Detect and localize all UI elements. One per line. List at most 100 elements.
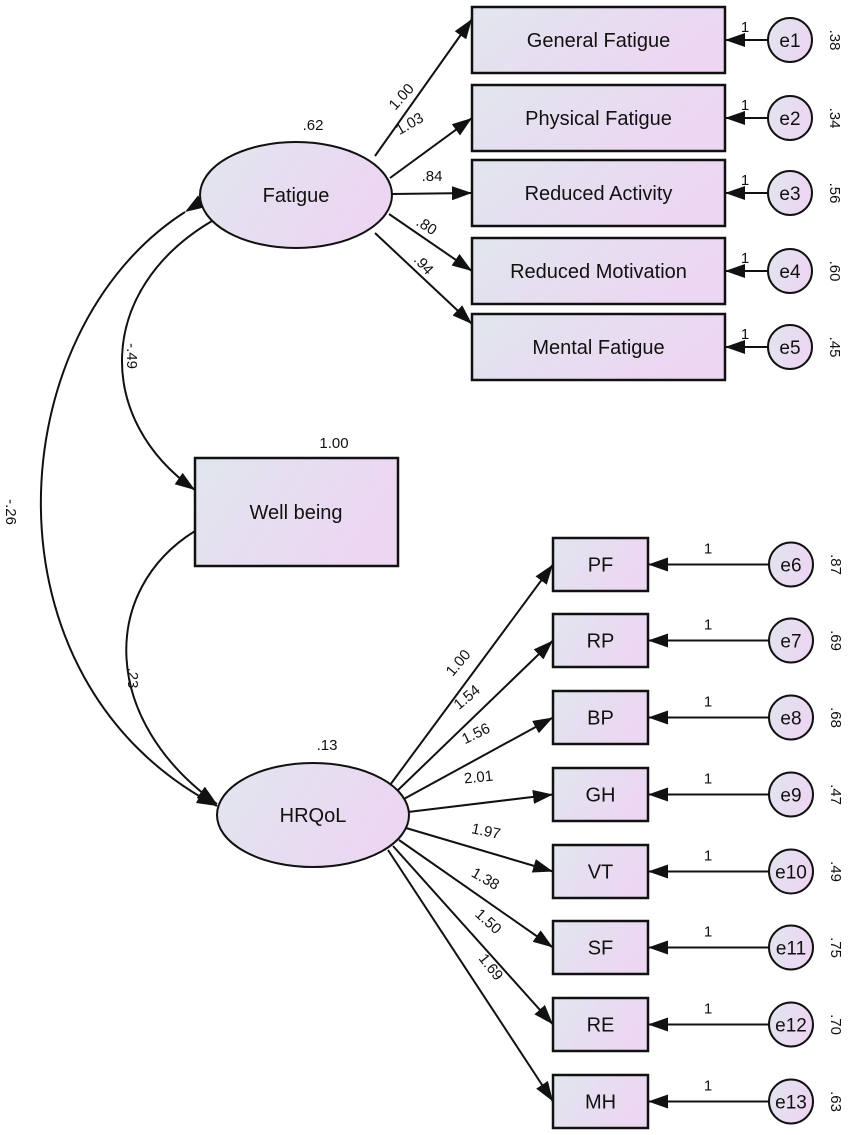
error-circle[interactable] (768, 617, 814, 664)
error-term-e2[interactable]: e21.34 (725, 95, 843, 141)
error-terms: e11.38e21.34e31.56e41.60e51.45e61.87e71.… (648, 17, 844, 1125)
indicator-vt[interactable]: VT (551, 843, 650, 900)
error-label: e10 (775, 863, 807, 884)
error-term-e12[interactable]: e12 1 .70 (648, 1001, 844, 1048)
indicator-label: Mental Fatigue (532, 337, 664, 359)
indicator-box[interactable] (551, 1073, 650, 1130)
error-circle[interactable] (768, 771, 814, 818)
indicator-box[interactable] (470, 5, 727, 75)
latent-fatigue-ellipse[interactable] (199, 141, 393, 249)
wellbeing-box[interactable] (193, 456, 400, 568)
indicator-box[interactable] (470, 83, 727, 153)
loading-label-reduced-motivation: .80 (413, 213, 440, 238)
error-term-e4[interactable]: e41.60 (725, 248, 843, 294)
error-fixed-weight: 1 (741, 172, 749, 189)
latent-hrqol-variance: .13 (317, 737, 338, 754)
indicator-label: PF (588, 555, 614, 577)
wellbeing-label: Well being (249, 502, 342, 524)
error-label: e1 (779, 31, 800, 52)
error-fixed-weight: 1 (704, 924, 712, 941)
indicator-mh[interactable]: MH (551, 1073, 650, 1130)
error-label: e7 (780, 632, 801, 653)
indicator-box[interactable] (551, 612, 650, 669)
error-fixed-weight: 1 (741, 97, 749, 114)
error-label: e3 (779, 184, 800, 205)
error-term-e9[interactable]: e91.47 (648, 771, 844, 818)
error-circle[interactable] (768, 848, 814, 895)
error-fixed-weight: 1 (704, 541, 712, 558)
latent-hrqol-ellipse[interactable] (216, 762, 410, 868)
error-variance: .38 (826, 30, 843, 51)
indicator-box[interactable] (551, 766, 650, 823)
loading-label-bp: 1.56 (459, 720, 493, 748)
indicator-rp[interactable]: RP (551, 612, 650, 669)
indicator-label: BP (587, 708, 614, 730)
latent-hrqol-label: HRQoL (280, 805, 347, 827)
indicator-general-fatigue[interactable]: General Fatigue (470, 5, 727, 75)
indicator-box[interactable] (470, 158, 727, 228)
error-circle[interactable] (768, 924, 814, 971)
indicator-box[interactable] (551, 996, 650, 1053)
error-label: e9 (780, 786, 801, 807)
error-circle[interactable] (767, 170, 813, 216)
error-circle[interactable] (768, 541, 814, 588)
indicator-label: Reduced Activity (525, 183, 673, 205)
latent-fatigue[interactable]: Fatigue .62 (199, 117, 393, 249)
error-circle[interactable] (767, 95, 813, 141)
indicator-physical-fatigue[interactable]: Physical Fatigue (470, 83, 727, 153)
loading-arrow-bp (401, 716, 554, 801)
indicator-box[interactable] (551, 843, 650, 900)
indicator-pf[interactable]: PF (551, 536, 650, 593)
loading-arrow-mh (387, 849, 554, 1103)
error-fixed-weight: 1 (741, 19, 749, 36)
indicator-label: RE (587, 1015, 615, 1037)
indicator-box[interactable] (551, 536, 650, 593)
latent-hrqol[interactable]: HRQoL .13 (216, 737, 410, 868)
indicator-re[interactable]: RE (551, 996, 650, 1053)
indicator-gh[interactable]: GH (551, 766, 650, 823)
error-term-e6[interactable]: e6 1 .87 (648, 541, 844, 588)
error-label: e6 (780, 556, 801, 577)
indicator-box[interactable] (551, 689, 650, 746)
observed-wellbeing[interactable]: Well being 1.00 (193, 435, 400, 568)
loading-arrow-vt (405, 827, 554, 873)
indicator-box[interactable] (470, 236, 727, 306)
indicator-mental-fatigue[interactable]: Mental Fatigue (470, 312, 727, 382)
error-circle[interactable] (767, 324, 813, 370)
error-variance: .63 (827, 1091, 844, 1112)
error-fixed-weight: 1 (704, 1001, 712, 1018)
error-circle[interactable] (768, 694, 814, 741)
error-circle[interactable] (768, 1078, 814, 1125)
indicator-box[interactable] (470, 312, 727, 382)
loading-arrow-mental-fatigue (374, 232, 473, 325)
loading-label-physical-fatigue: 1.03 (393, 109, 427, 138)
indicator-reduced-activity[interactable]: Reduced Activity (470, 158, 727, 228)
wellbeing-variance: 1.00 (319, 435, 348, 452)
indicator-box[interactable] (551, 919, 650, 976)
covariance-fatigue-wellbeing-path (121, 204, 233, 491)
error-variance: .75 (827, 937, 844, 958)
error-label: e4 (779, 262, 801, 283)
error-term-e1[interactable]: e1 1 .38 (725, 17, 843, 63)
error-term-e5[interactable]: e51.45 (725, 324, 843, 370)
error-term-e3[interactable]: e31.56 (725, 170, 843, 216)
loading-arrow-reduced-activity (391, 186, 473, 201)
error-circle[interactable] (767, 248, 813, 294)
error-label: e2 (779, 109, 800, 130)
error-term-e8[interactable]: e81.68 (648, 694, 844, 741)
indicator-reduced-motivation[interactable]: Reduced Motivation (470, 236, 727, 306)
error-variance: .70 (827, 1014, 844, 1035)
indicator-sf[interactable]: SF (551, 919, 650, 976)
indicator-label: RP (587, 631, 615, 653)
error-circle[interactable] (767, 17, 813, 63)
error-label: e12 (775, 1016, 807, 1037)
indicator-bp[interactable]: BP (551, 689, 650, 746)
error-variance: .87 (827, 554, 844, 575)
error-term-e7[interactable]: e71.69 (648, 617, 844, 664)
error-circle[interactable] (768, 1001, 814, 1048)
error-variance: .49 (827, 861, 844, 882)
